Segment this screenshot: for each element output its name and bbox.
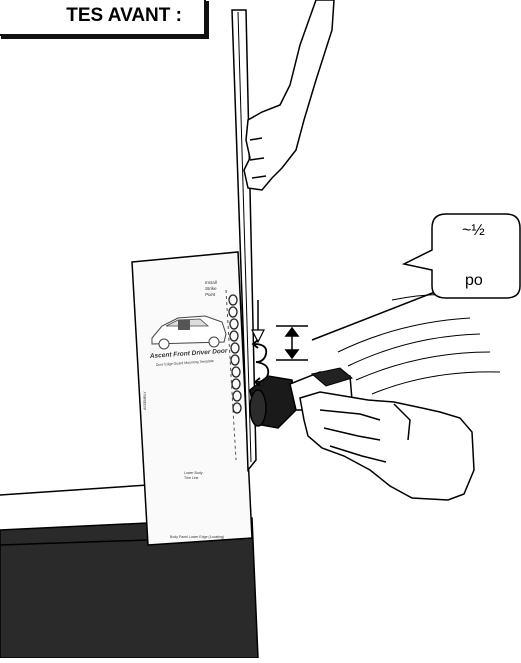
callout-unit: po bbox=[465, 272, 483, 290]
curl-arrows bbox=[253, 340, 268, 386]
callout-leader-line bbox=[312, 290, 440, 340]
dimension-marker bbox=[276, 326, 308, 360]
callout-measurement: ~½ bbox=[462, 222, 485, 240]
template-bottom-label-1: Lower Body bbox=[184, 471, 203, 475]
template-side-label: ASSEMBLY bbox=[143, 391, 147, 410]
motion-lines bbox=[338, 294, 500, 394]
header-title-box: TES AVANT : bbox=[0, 0, 206, 36]
lower-hand bbox=[300, 392, 474, 500]
template-bottom-label-2: Trim Line bbox=[184, 476, 199, 480]
template-start-label-2: Strike bbox=[205, 286, 217, 291]
header-title: TES AVANT : bbox=[66, 5, 182, 27]
template-bottom-label-3: Body Panel Lower Edge (Locating) bbox=[170, 535, 224, 539]
template-start-label-1: Install bbox=[205, 280, 218, 285]
upper-hand bbox=[244, 0, 334, 190]
template-start-label-3: Point bbox=[205, 292, 216, 297]
